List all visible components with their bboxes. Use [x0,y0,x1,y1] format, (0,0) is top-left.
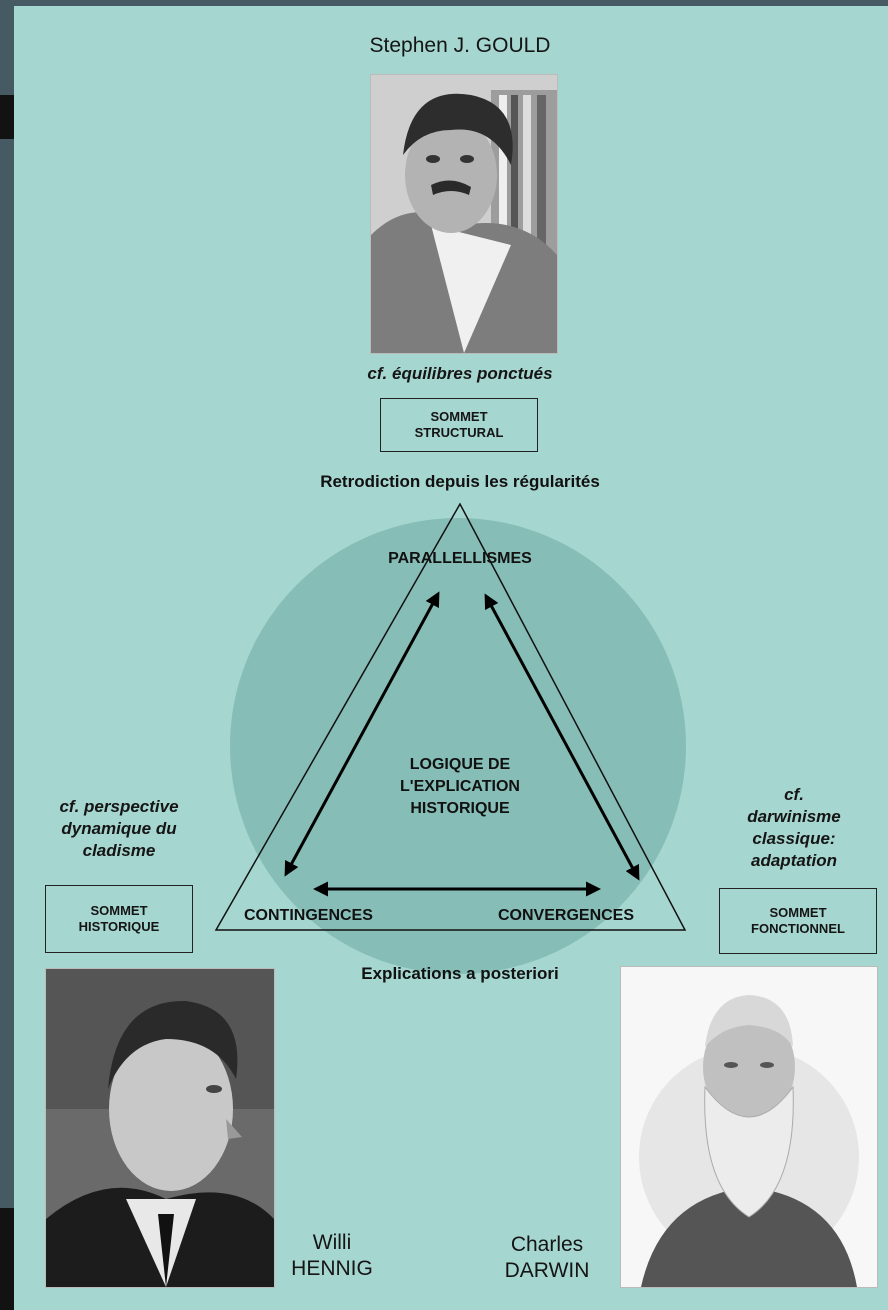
hennig-photo [45,968,275,1288]
background-circle [230,518,686,974]
hennig-first-name: Willi [312,1231,352,1254]
arrow-left-side [284,591,440,877]
left-note-line-2: dynamique du [61,819,177,838]
box-sommet-structural: SOMMET STRUCTURAL [380,398,538,452]
darwin-name: Charles DARWIN [482,1232,612,1284]
center-line-2: L'EXPLICATION [400,778,520,795]
gould-note: cf. équilibres ponctués [367,364,553,383]
box-sommet-functional: SOMMET FONCTIONNEL [719,888,877,954]
caption-retrodiction: Retrodiction depuis les régularités [320,472,600,491]
hennig-last-name: HENNIG [291,1257,373,1280]
darwin-last-name: DARWIN [504,1259,590,1282]
left-note-line-1: cf. perspective [59,797,179,816]
triangle-diagram [214,502,687,974]
right-note-line-4: adaptation [751,851,837,870]
center-text: LOGIQUE DE L'EXPLICATION HISTORIQUE [330,754,590,820]
center-line-3: HISTORIQUE [410,800,510,817]
right-note: cf. darwinisme classique: adaptation [704,784,884,872]
vertex-convergences: CONVERGENCES [498,907,635,924]
gould-photo [370,74,558,354]
vertex-parallellismes: PARALLELLISMES [388,550,532,567]
darwin-photo [620,966,878,1288]
left-note-line-3: cladisme [82,841,156,860]
right-note-line-1: cf. [784,785,804,804]
arrow-right-side [484,593,640,881]
window-edge-bottom [0,1208,14,1310]
window-edge-top [0,95,14,139]
right-note-line-3: classique: [752,829,836,848]
center-line-1: LOGIQUE DE [409,756,511,773]
diagram-panel: Stephen J. GOULD cf. équilibres ponctués… [14,6,888,1310]
vertex-contingences: CONTINGENCES [244,907,373,924]
left-note: cf. perspective dynamique du cladisme [24,796,214,862]
gould-name: Stephen J. GOULD [369,34,551,57]
box-sommet-historical: SOMMET HISTORIQUE [45,885,193,953]
right-note-line-2: darwinisme [747,807,841,826]
caption-explications: Explications a posteriori [361,964,559,983]
hennig-name: Willi HENNIG [276,1230,388,1282]
darwin-first-name: Charles [510,1233,584,1256]
